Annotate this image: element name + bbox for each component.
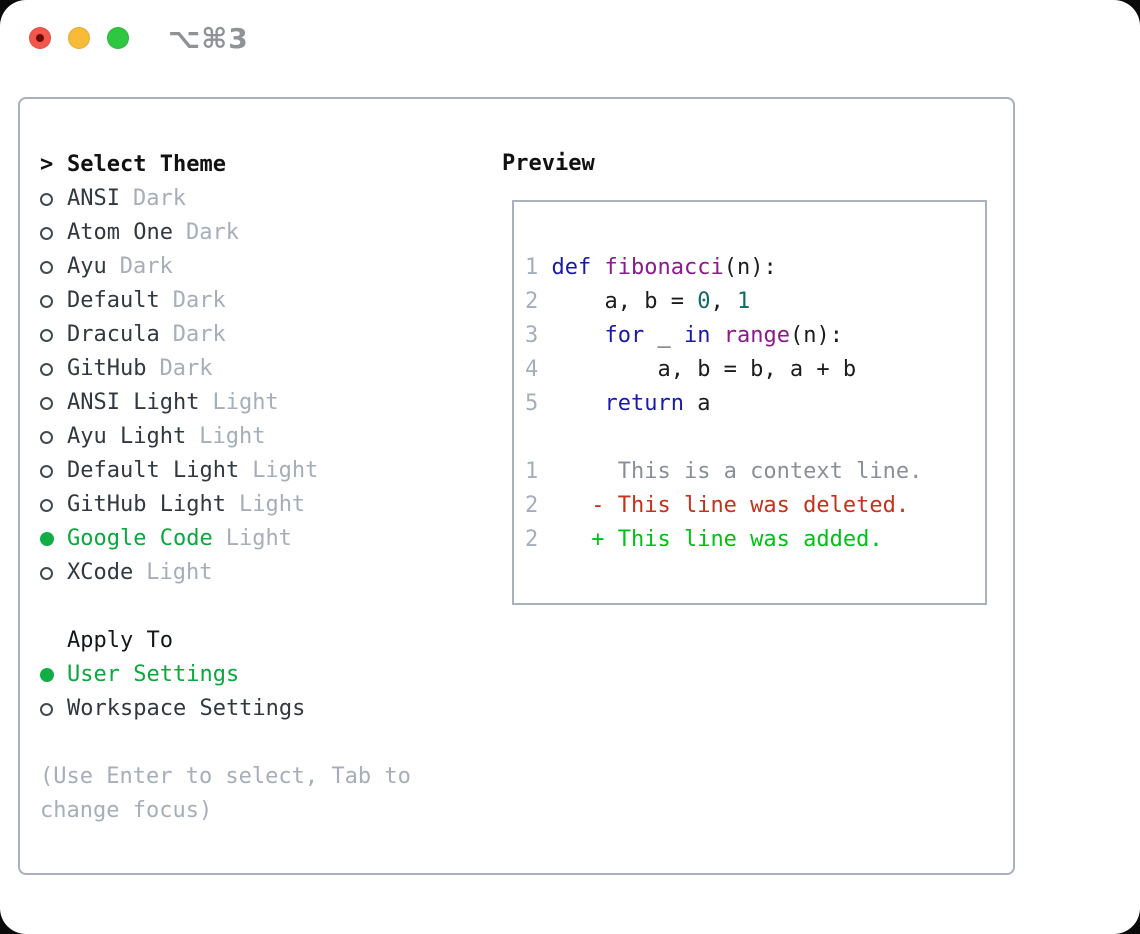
option-label: GitHub Light <box>67 492 226 517</box>
option-label: Ayu <box>67 254 107 279</box>
option-label: Default <box>67 288 160 313</box>
option-label: Default Light <box>67 458 240 483</box>
zoom-button[interactable] <box>107 27 129 49</box>
option-label: Ayu Light <box>67 424 187 449</box>
radio-selected-icon <box>40 532 54 546</box>
code-line: 2 - This line was deleted. <box>525 493 910 518</box>
close-button[interactable] <box>29 27 51 49</box>
option-label: ANSI Light <box>67 390 200 415</box>
theme-option-atom-one[interactable]: Atom One Dark <box>40 216 480 250</box>
radio-unselected-icon <box>40 192 53 206</box>
spacer <box>40 590 480 624</box>
radio-selected-icon <box>40 668 54 682</box>
option-variant: Dark <box>172 322 226 347</box>
window-title: ⌥⌘3 <box>168 22 249 55</box>
theme-option-dracula[interactable]: Dracula Dark <box>40 318 480 352</box>
option-variant: Dark <box>185 220 239 245</box>
option-label: GitHub <box>67 356 147 381</box>
apply-to-header: Apply To <box>40 624 480 658</box>
radio-unselected-icon <box>40 396 53 410</box>
keyboard-hint: (Use Enter to select, Tab to change focu… <box>40 764 411 823</box>
apply-to-title: Apply To <box>67 628 173 653</box>
code-line: 1 This is a context line. <box>525 459 923 484</box>
option-variant: Dark <box>119 254 173 279</box>
theme-option-ayu[interactable]: Ayu Dark <box>40 250 480 284</box>
titlebar: ⌥⌘3 <box>0 0 1140 76</box>
option-variant: Light <box>225 526 292 551</box>
code-line: 2 a, b = 0, 1 <box>525 289 751 314</box>
apply-option-workspace-settings[interactable]: Workspace Settings <box>40 692 480 726</box>
minimize-button[interactable] <box>68 27 90 49</box>
radio-unselected-icon <box>40 566 53 580</box>
code-line <box>525 421 985 455</box>
radio-unselected-icon <box>40 464 53 478</box>
option-variant: Light <box>252 458 319 483</box>
theme-option-github-light[interactable]: GitHub Light Light <box>40 488 480 522</box>
preview-title: Preview <box>502 151 595 176</box>
prompt-icon: > <box>40 152 54 177</box>
option-variant: Light <box>212 390 279 415</box>
apply-option-user-settings[interactable]: User Settings <box>40 658 480 692</box>
option-variant: Light <box>238 492 306 517</box>
theme-option-default[interactable]: Default Dark <box>40 284 480 318</box>
code-line: 4 a, b = b, a + b <box>525 357 857 382</box>
option-label: User Settings <box>67 662 240 687</box>
theme-option-ansi-light[interactable]: ANSI Light Light <box>40 386 480 420</box>
option-label: ANSI <box>67 186 120 211</box>
option-variant: Dark <box>172 288 226 313</box>
code-line: 3 for _ in range(n): <box>525 323 843 348</box>
code-preview: 1 def fibonacci(n): 2 a, b = 0, 1 3 for _ … <box>514 202 985 557</box>
option-label: Workspace Settings <box>67 696 306 721</box>
option-label: XCode <box>67 560 134 585</box>
theme-option-default-light[interactable]: Default Light Light <box>40 454 480 488</box>
option-variant: Dark <box>132 186 186 211</box>
option-variant: Light <box>146 560 213 585</box>
option-label: Atom One <box>67 220 173 245</box>
option-variant: Light <box>199 424 266 449</box>
theme-option-google-code[interactable]: Google Code Light <box>40 522 480 556</box>
radio-unselected-icon <box>40 362 53 376</box>
radio-unselected-icon <box>40 702 53 716</box>
radio-unselected-icon <box>40 260 53 274</box>
code-line: 5 return a <box>525 391 711 416</box>
option-label: Google Code <box>67 526 213 551</box>
select-theme-title: Select Theme <box>67 152 226 177</box>
radio-unselected-icon <box>40 328 53 342</box>
code-line: 2 + This line was added. <box>525 527 883 552</box>
preview-pane: 1 def fibonacci(n): 2 a, b = 0, 1 3 for _ … <box>512 200 987 605</box>
option-variant: Dark <box>159 356 213 381</box>
code-line: 1 def fibonacci(n): <box>525 255 777 280</box>
radio-unselected-icon <box>40 498 53 512</box>
radio-unselected-icon <box>40 226 53 240</box>
select-theme-header: > Select Theme <box>40 148 480 182</box>
radio-unselected-icon <box>40 430 53 444</box>
option-label: Dracula <box>67 322 160 347</box>
theme-option-github[interactable]: GitHub Dark <box>40 352 480 386</box>
theme-option-xcode[interactable]: XCode Light <box>40 556 480 590</box>
theme-option-ansi[interactable]: ANSI Dark <box>40 182 480 216</box>
theme-option-ayu-light[interactable]: Ayu Light Light <box>40 420 480 454</box>
radio-unselected-icon <box>40 294 53 308</box>
